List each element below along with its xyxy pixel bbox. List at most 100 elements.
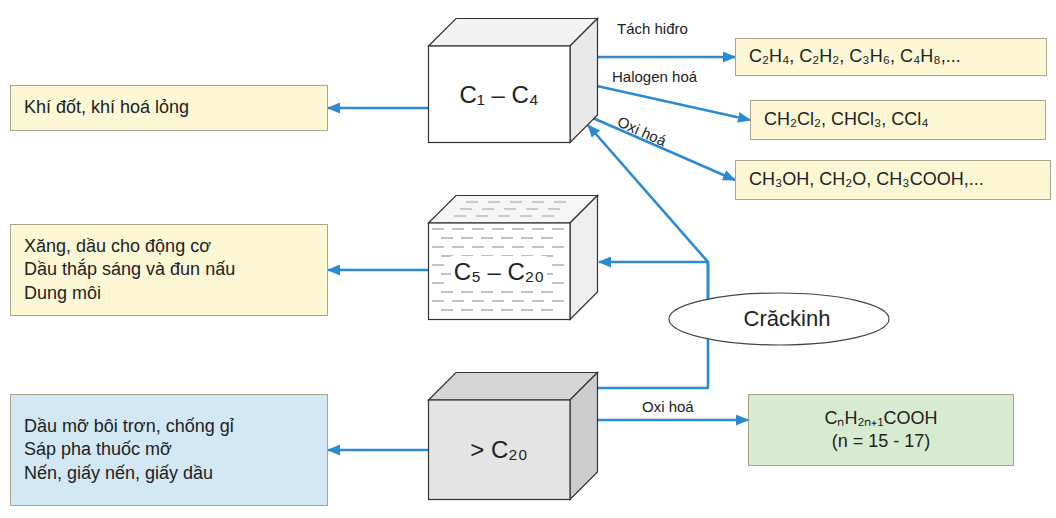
reaction-label: Oxi hoá [613,112,671,151]
liquid-dash [432,229,444,230]
text-holder: C₁ – C₄ [428,46,570,143]
liquid-dash [552,247,564,248]
product-box: CH₃OH, CH₂O, CH₃COOH,... [735,160,1051,200]
liquid-dash [552,229,564,230]
fraction-cube: C₅ – C₂₀ [428,195,598,320]
product-box: Khí đốt, khí hoá lỏng [10,85,328,131]
liquid-dash [454,216,466,217]
connector-arrow [599,262,708,299]
product-text: Khí đốt, khí hoá lỏng [24,96,189,119]
reaction-label: Oxi hoá [640,398,696,416]
liquid-dash [532,229,544,230]
liquid-dash [452,247,464,248]
fraction-label: C₅ – C₂₀ [451,256,547,287]
cube-front [429,400,571,500]
liquid-dash [532,301,544,302]
text-holder: Crăckinh [684,292,890,346]
product-text: Sáp pha thuốc mỡ [24,438,172,461]
liquid-dash [498,216,510,217]
liquid-dash [461,238,473,239]
liquid-dash [472,229,484,230]
fraction-label: > C₂₀ [467,434,530,465]
liquid-dash [501,292,513,293]
cube-side [570,373,598,500]
product-text: CH₂Cl₂, CHCl₃, CCl₄ [764,108,929,131]
liquid-dash [481,310,493,311]
liquid-dash [541,238,553,239]
reaction-label: Tách hiđro [615,20,690,38]
connector-arrow [570,108,735,180]
liquid-dash [481,292,493,293]
text-holder: > C₂₀ [428,400,570,500]
product-box: C₂H₄, C₂H₂, C₃H₆, C₄H₈,... [735,38,1047,76]
liquid-dash [512,301,524,302]
connector-arrow [588,125,708,299]
liquid-dash [441,238,453,239]
liquid-dash [492,301,504,302]
liquid-dash [541,310,553,311]
process-label: Crăckinh [744,305,831,334]
liquid-dash [452,229,464,230]
product-text: Dầu thắp sáng và đun nấu [24,258,235,281]
liquid-dash [460,209,472,210]
product-text: Dung môi [24,282,101,305]
liquid-dash [461,292,473,293]
cube-top [429,19,598,47]
liquid-dash [512,229,524,230]
fraction-label: C₁ – C₄ [456,79,541,110]
liquid-dash [554,202,566,203]
product-box: CₙH₂ₙ₊₁COOH(n = 15 - 17) [748,394,1014,466]
liquid-dash [501,310,513,311]
liquid-dash [520,216,532,217]
cube-top [429,196,598,224]
liquid-dash [526,209,538,210]
liquid-dash [492,247,504,248]
connector-arrow [328,449,428,452]
product-box: CH₂Cl₂, CHCl₃, CCl₄ [750,100,1046,140]
liquid-dash [492,229,504,230]
liquid-dash [432,301,444,302]
liquid-dash [481,238,493,239]
cube-front [429,46,571,143]
text-holder: C₅ – C₂₀ [428,223,570,320]
liquid-dash [472,247,484,248]
liquid-dash [482,209,494,210]
liquid-dash [432,265,444,266]
product-text: C₂H₄, C₂H₂, C₃H₆, C₄H₈,... [749,45,961,68]
liquid-dash [548,209,560,210]
liquid-dash [510,202,522,203]
liquid-dash [472,301,484,302]
connector-arrow [328,107,428,110]
liquid-dash [501,238,513,239]
liquid-dash [552,301,564,302]
ellipse-shape [669,293,889,345]
product-box: Dầu mỡ bôi trơn, chống gỉSáp pha thuốc m… [10,394,328,506]
connector-arrow [598,339,708,388]
liquid-dash [521,238,533,239]
liquid-dash [461,310,473,311]
product-text: CₙH₂ₙ₊₁COOH [824,407,937,430]
liquid-dash [552,265,564,266]
cube-side [570,196,598,320]
liquid-dash [532,202,544,203]
liquid-dash [441,292,453,293]
reaction-label: Halogen hoá [610,68,699,86]
liquid-dash [532,247,544,248]
fraction-cube: > C₂₀ [428,372,598,500]
liquid-dash [552,283,564,284]
cube-top [429,373,598,401]
liquid-dash [432,247,444,248]
liquid-dash [476,216,488,217]
liquid-dash [521,310,533,311]
product-text: Dầu mỡ bôi trơn, chống gỉ [24,415,234,438]
liquid-dash [441,310,453,311]
liquid-dash [521,292,533,293]
product-text: Nến, giấy nến, giấy dầu [24,462,213,485]
liquid-dash [542,216,554,217]
process-ellipse: Crăckinh [668,292,890,346]
fraction-cube: C₁ – C₄ [428,18,598,143]
cube-front [429,223,571,320]
liquid-dash [541,292,553,293]
product-text: Xăng, dầu cho động cơ [24,235,211,258]
product-text: (n = 15 - 17) [832,430,931,453]
